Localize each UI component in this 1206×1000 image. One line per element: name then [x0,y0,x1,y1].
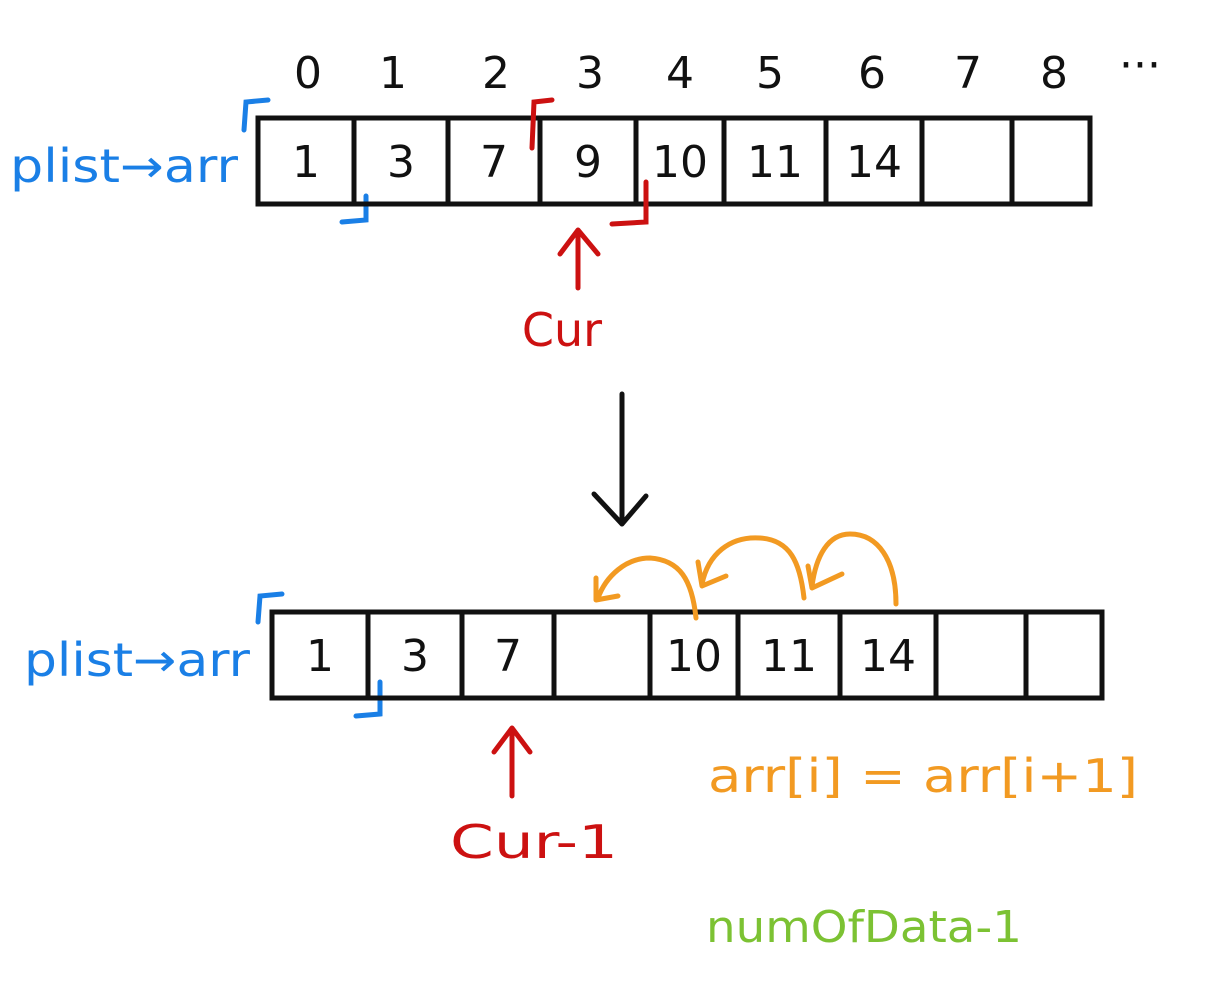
array-cell-value: 9 [574,137,602,188]
shift-arrow [699,535,807,601]
array-cell: 14 [837,609,939,701]
index-label: 0 [294,48,322,99]
array-cell-box [919,115,1015,207]
array-cell: 7 [445,115,543,207]
pointer-bracket-top [241,97,271,133]
array-cell: 14 [823,115,925,207]
array-cells: 1 3 7 10 11 14 [269,609,1105,701]
index-label: 3 [576,48,604,99]
shift-arrows [593,531,899,621]
array-cell [933,609,1029,701]
shift-arrow [595,555,699,621]
array-cell [1023,609,1105,701]
index-label: 8 [1040,48,1068,99]
cursor-bracket-bottom [609,179,649,227]
array-cell [1009,115,1093,207]
index-label: 4 [666,48,694,99]
array-cell [551,609,653,701]
index-label: 2 [482,48,510,99]
shift-arrow-head [695,559,729,589]
array-cell: 7 [459,609,557,701]
array-cell-box [1009,115,1093,207]
array-cell-value: 11 [761,631,817,682]
array-cell-box [1023,609,1105,701]
shift-arrow-head [593,575,621,603]
array-cell-box [933,609,1029,701]
cursor-arrow-head [491,725,533,755]
array-cell-box [551,609,653,701]
index-label: 7 [954,48,982,99]
array-cell: 11 [721,115,829,207]
array-cell: 10 [633,115,727,207]
array-cell-value: 1 [306,631,334,682]
cursor-label: Cur [522,303,602,357]
index-ellipsis: ··· [1119,40,1161,91]
array-cell-value: 1 [292,137,320,188]
array-cell: 1 [269,609,371,701]
array-cell-value: 3 [387,137,415,188]
index-row: 0 1 2 3 4 5 6 7 8 ··· [294,40,1161,99]
index-label: 5 [756,48,784,99]
count-label: numOfData-1 [706,902,1022,953]
array-after: plist→arr 1 3 7 10 11 14 Cur-1 arr[i] = arr[i… [24,531,1138,953]
shift-formula: arr[i] = arr[i+1] [708,749,1138,803]
array-cell: 1 [255,115,357,207]
index-label: 6 [858,48,886,99]
array-cell: 9 [537,115,639,207]
transition-arrow [591,391,649,527]
array-cells: 1 3 7 9 10 11 14 [255,115,1093,207]
array-cell-value: 10 [666,631,722,682]
array-cell [919,115,1015,207]
pointer-label: plist→arr [24,633,250,687]
array-before: plist→arr 1 3 7 9 10 11 14 Cur [10,97,1093,357]
array-cell-value: 14 [860,631,916,682]
pointer-label: plist→arr [10,139,238,193]
index-label: 1 [379,48,407,99]
pointer-bracket-top [255,591,285,625]
array-cell-value: 14 [846,137,902,188]
array-cell-value: 10 [652,137,708,188]
shift-arrow [809,531,899,607]
shift-arrow-head [805,563,845,591]
array-cell: 10 [647,609,741,701]
array-cell: 3 [351,115,451,207]
array-cell-value: 11 [747,137,803,188]
array-cell-value: 7 [494,631,522,682]
array-cell-value: 7 [480,137,508,188]
array-cell-value: 3 [401,631,429,682]
pointer-bracket-bottom [353,679,383,719]
cursor-bracket-top [529,97,555,151]
cursor-arrow-head [557,227,601,257]
cursor-label: Cur-1 [450,815,618,869]
array-cell: 11 [735,609,843,701]
